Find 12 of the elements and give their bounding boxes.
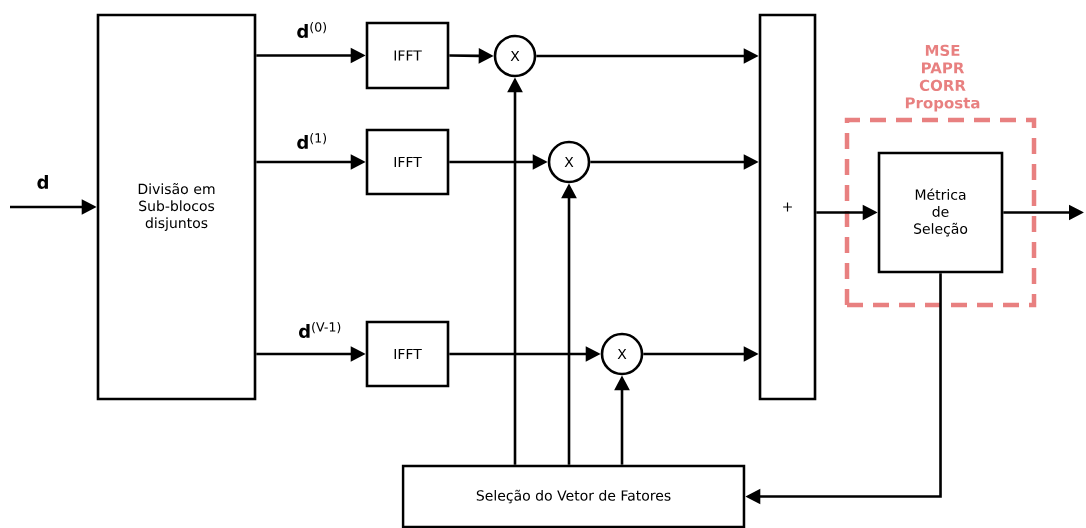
summer-box: + — [758, 13, 817, 401]
edge-label: d$^{(V-1)}$ — [299, 321, 341, 339]
process-box: Divisão em Sub-blocos disjuntos — [96, 13, 257, 401]
process-box: Métrica de Seleção — [877, 151, 1004, 274]
process-box: Seleção do Vetor de Fatores — [401, 464, 746, 528]
edge-label: d — [37, 175, 48, 189]
process-box: IFFT — [365, 320, 450, 388]
edge-label: d$^{(1)}$ — [297, 132, 327, 150]
process-box: IFFT — [365, 128, 450, 196]
group-heading: MSE PAPR CORR Proposta — [905, 44, 980, 112]
process-box: IFFT — [365, 21, 450, 90]
edge-label: d$^{(0)}$ — [297, 21, 327, 39]
